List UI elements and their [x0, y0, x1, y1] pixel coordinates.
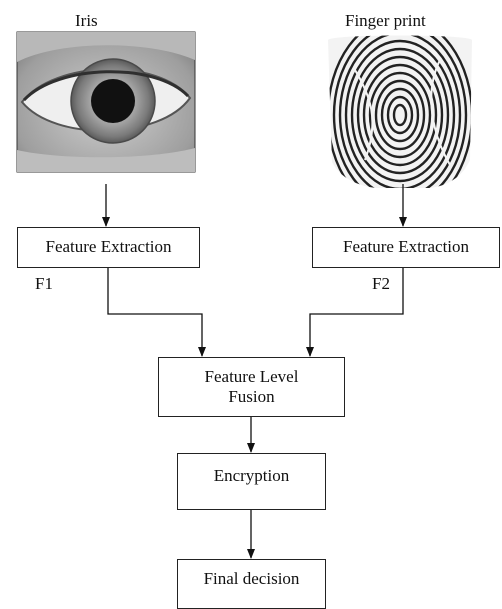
arrow-f1-to-fusion	[108, 268, 202, 356]
feature-extraction-right-box: Feature Extraction	[312, 227, 500, 268]
signal-f1-label: F1	[35, 275, 53, 292]
feature-extraction-left-label: Feature Extraction	[45, 237, 171, 257]
feature-level-fusion-box: Feature Level Fusion	[158, 357, 345, 417]
feature-extraction-left-box: Feature Extraction	[17, 227, 200, 268]
feature-level-fusion-line2: Fusion	[228, 387, 274, 407]
feature-extraction-right-label: Feature Extraction	[343, 237, 469, 257]
fingerprint-image	[320, 17, 480, 213]
final-decision-box: Final decision	[177, 559, 326, 609]
signal-f2-label: F2	[372, 275, 390, 292]
encryption-label: Encryption	[214, 466, 290, 486]
final-decision-label: Final decision	[204, 569, 300, 589]
encryption-box: Encryption	[177, 453, 326, 510]
iris-image	[17, 32, 195, 172]
feature-level-fusion-line1: Feature Level	[205, 367, 299, 387]
